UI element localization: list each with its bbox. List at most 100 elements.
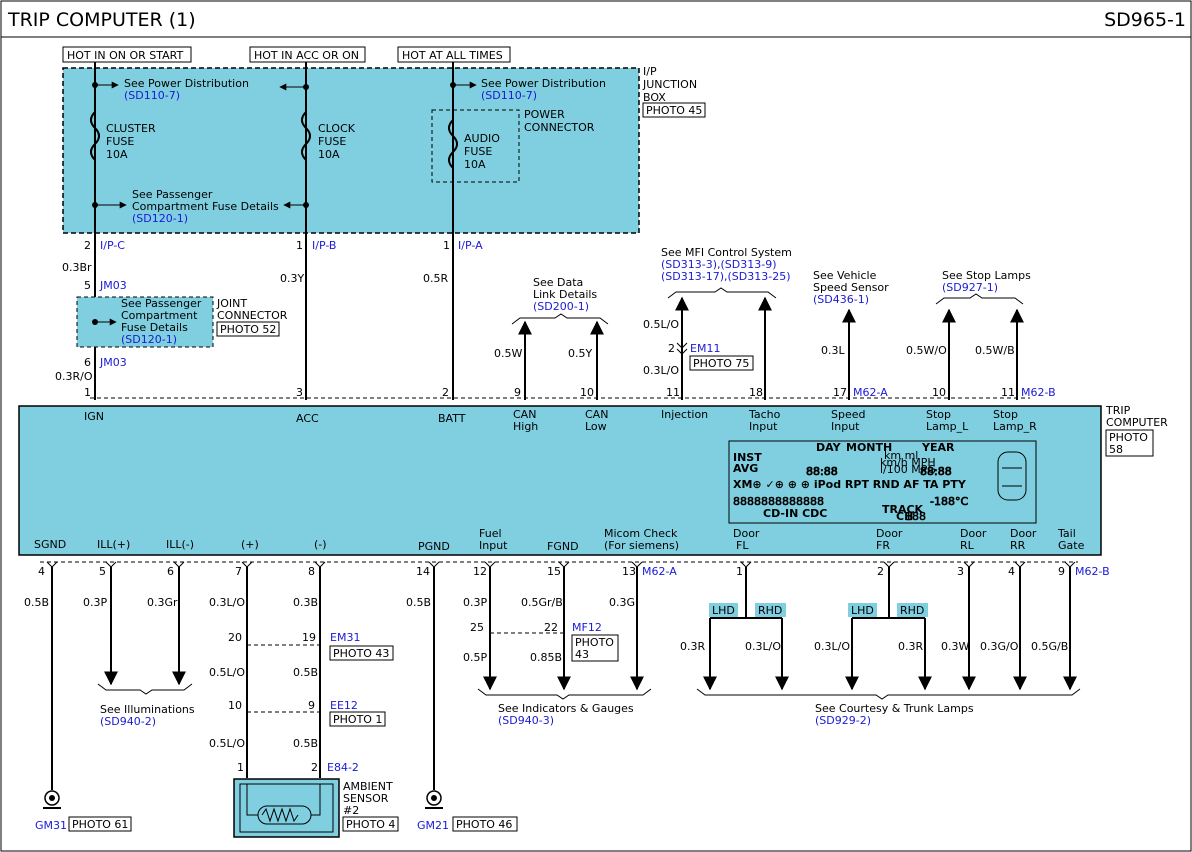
wire-label-b03b: 0.3B [293, 596, 318, 609]
gm21-photo-box [452, 816, 518, 832]
top-pin-10b: 10 [932, 386, 946, 399]
mf12-name: MF12 [572, 621, 602, 634]
bottom-pin-2: 2 [877, 565, 884, 578]
em31-photo-box [329, 645, 394, 661]
label-fgnd: FGND [547, 540, 579, 553]
top-pin-2: 2 [442, 386, 449, 399]
label-acc: ACC [296, 412, 319, 425]
top-pin-17: 17 [833, 386, 847, 399]
jm03-pin-5: 5 [84, 279, 91, 292]
gauges-ref: (SD940-3) [498, 714, 554, 727]
wire-label-05wo: 0.5W/O [906, 344, 947, 357]
label-micom-1: Micom Check [604, 527, 678, 540]
bottom-pin-14: 14 [416, 565, 430, 578]
label-stopl-1: Stop [926, 408, 951, 421]
label-pgnd: PGND [418, 540, 450, 553]
wire-label-b03g: 0.3G [609, 596, 635, 609]
wire-label-b05b2: 0.5B [406, 596, 431, 609]
wire-label-05r: 0.5R [423, 272, 448, 285]
wire-label-b03w: 0.3W [941, 640, 969, 653]
trip-label-1: TRIP [1105, 404, 1131, 417]
ee12-photo-box [329, 711, 386, 727]
jb-pin-ipc: I/P-C [100, 239, 125, 252]
em31-pin-20: 20 [228, 631, 242, 644]
power-connector-line-1: POWER [524, 108, 565, 121]
label-drl-2: RL [960, 539, 975, 552]
ground-icon-gm21 [425, 790, 443, 809]
wire-label-b03p2: 0.3P [463, 596, 487, 609]
lcd-day: DAY [816, 441, 842, 454]
jb-pin-2: 2 [84, 239, 91, 252]
jm03-ref: (SD120-1) [121, 333, 177, 346]
label-drr-2: RR [1010, 539, 1026, 552]
top-pin-11b: 11 [1001, 386, 1015, 399]
audio-fuse-line-3: 10A [464, 158, 486, 171]
jm03-see-2: Compartment [121, 309, 198, 322]
courtesy-text: See Courtesy & Trunk Lamps [815, 702, 974, 715]
mfi-see: See MFI Control System [661, 246, 792, 259]
lcd-temp: -188°C [930, 495, 968, 508]
top-pin-10: 10 [580, 386, 594, 399]
top-pin-11: 11 [666, 386, 680, 399]
wire-label-05lo: 0.5L/O [643, 318, 679, 331]
hot-start-label: HOT IN ON OR START [67, 49, 184, 62]
wire-label-03ro: 0.3R/O [55, 370, 93, 383]
pass-fuse-line-1: See Passenger [132, 188, 213, 201]
label-canh-1: CAN [513, 408, 536, 421]
mf12-pin-22: 22 [544, 621, 558, 634]
label-tacho-2: Input [749, 420, 778, 433]
em31-photo: PHOTO 43 [333, 647, 389, 660]
lcd-units-2: km/h MPH [880, 456, 936, 469]
ee12-pin-9: 9 [308, 699, 315, 712]
mf12-photo-box [571, 634, 619, 662]
wire-label-b05b: 0.5B [24, 596, 49, 609]
label-canl-2: Low [585, 420, 607, 433]
jm03-photo: PHOTO 52 [220, 323, 276, 336]
wire-label-05w: 0.5W [494, 347, 522, 360]
trip-photo-box [1105, 429, 1154, 457]
audio-fuse-line-1: AUDIO [464, 132, 500, 145]
e842-pin-1: 1 [237, 761, 244, 774]
wire-label-b05b3: 0.5B [293, 666, 318, 679]
lcd-digits-year: 88:88 [920, 465, 952, 478]
bottom-pin-9: 9 [1058, 565, 1065, 578]
label-plus: (+) [241, 538, 259, 551]
datalink-see-2: Link Details [533, 288, 597, 301]
clock-fuse-symbol [301, 111, 311, 161]
label-stopl-2: Lamp_L [926, 420, 969, 433]
ee12-pin-10: 10 [228, 699, 242, 712]
lcd-small: 188 [905, 510, 926, 523]
trip-label-2: COMPUTER [1106, 416, 1168, 429]
gm31-photo: PHOTO 61 [72, 818, 128, 831]
label-dfl-1: Door [733, 527, 760, 540]
cluster-fuse-line-1: CLUSTER [106, 122, 156, 135]
jm03-see-3: Fuse Details [121, 321, 188, 334]
stop-see: See Stop Lamps [942, 269, 1031, 282]
lcd-units-3: l/100 MPG [880, 463, 936, 476]
vs-see-2: Speed Sensor [813, 281, 889, 294]
illum-ref: (SD940-2) [100, 715, 156, 728]
lcd-car-icon [997, 451, 1027, 501]
wire-label-b03lo3: 0.3L/O [814, 640, 850, 653]
pass-fuse-ref: (SD120-1) [132, 212, 188, 225]
hot-start-box [62, 46, 192, 63]
audio-fuse-symbol [448, 119, 458, 169]
bottom-conn-m62a: M62-A [642, 565, 677, 578]
junction-label-1: I/P [643, 65, 657, 78]
clock-fuse-line-1: CLOCK [318, 122, 356, 135]
vs-ref: (SD436-1) [813, 293, 869, 306]
rhd-label-2: RHD [900, 604, 924, 617]
thermistor-icon [261, 807, 299, 823]
cluster-fuse-line-2: FUSE [106, 135, 134, 148]
wire-label-03y: 0.3Y [280, 272, 304, 285]
junction-box [62, 67, 640, 234]
label-dfl-2: FL [736, 539, 749, 552]
courtesy-ref: (SD929-2) [815, 714, 871, 727]
label-drl-1: Door [960, 527, 987, 540]
lcd-seg-row: 8888888888888 [733, 495, 824, 508]
wire-label-03br: 0.3Br [62, 261, 92, 274]
wire-label-b05lo: 0.5L/O [209, 666, 245, 679]
wire-label-b05gb: 0.5G/B [1031, 640, 1068, 653]
